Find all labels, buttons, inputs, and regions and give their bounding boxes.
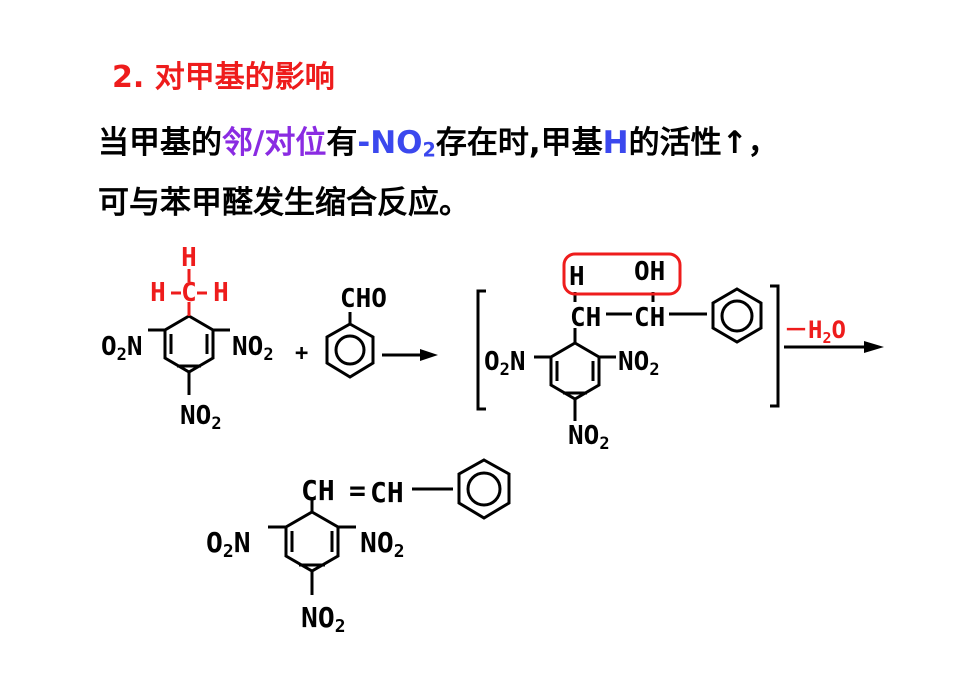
highlight-h: H xyxy=(602,125,629,161)
ch-label: CH xyxy=(301,474,335,507)
trinitrotoluene: H C H H O2N NO2 NO2 xyxy=(101,243,274,434)
h-atom: H xyxy=(150,278,166,308)
no2-label: NO2 xyxy=(360,526,405,562)
intermediate: H OH CH CH O2N NO2 NO2 xyxy=(476,252,780,454)
text-segment: 的活性↑， xyxy=(628,125,779,161)
h-atom: H xyxy=(569,262,585,292)
oh-label: OH xyxy=(634,257,665,287)
plus-sign: + xyxy=(295,341,308,366)
description-line-1: 当甲基的邻/对位有-NO2存在时,甲基H的活性↑， xyxy=(98,117,779,162)
benzaldehyde: CHO xyxy=(325,284,387,379)
description-line-2: 可与苯甲醛发生缩合反应。 xyxy=(98,185,470,221)
text-segment: 有 xyxy=(326,125,358,161)
no2-label: NO2 xyxy=(232,332,274,365)
ch-label: CH xyxy=(634,303,665,333)
minus-h2o-label: －H2O xyxy=(784,316,846,347)
o2n-label: O2N xyxy=(484,347,526,380)
h-atom: H xyxy=(213,278,229,308)
highlight-no2: -NO2 xyxy=(357,125,436,162)
double-bond: = xyxy=(349,474,366,507)
text-segment: 当甲基的 xyxy=(98,125,222,161)
product: CH = CH O2N NO2 NO2 xyxy=(206,458,511,637)
c-atom: C xyxy=(181,278,197,308)
text-segment: 存在时,甲基 xyxy=(435,125,603,161)
o2n-label: O2N xyxy=(206,526,251,562)
highlight-ortho-para: 邻/对位 xyxy=(222,125,327,161)
h-atom: H xyxy=(181,243,197,273)
no2-label: NO2 xyxy=(618,347,660,380)
highlight-box xyxy=(562,252,682,296)
no2-label: NO2 xyxy=(180,401,222,434)
reaction-arrow xyxy=(382,349,438,361)
section-heading: 2. 对甲基的影响 xyxy=(112,60,335,95)
cho-label: CHO xyxy=(340,284,387,314)
ch-label: CH xyxy=(370,476,404,509)
o2n-label: O2N xyxy=(101,332,143,365)
no2-label: NO2 xyxy=(301,601,346,637)
no2-label: NO2 xyxy=(568,421,610,454)
elimination-arrow: －H2O xyxy=(784,316,884,353)
ch-label: CH xyxy=(570,303,601,333)
